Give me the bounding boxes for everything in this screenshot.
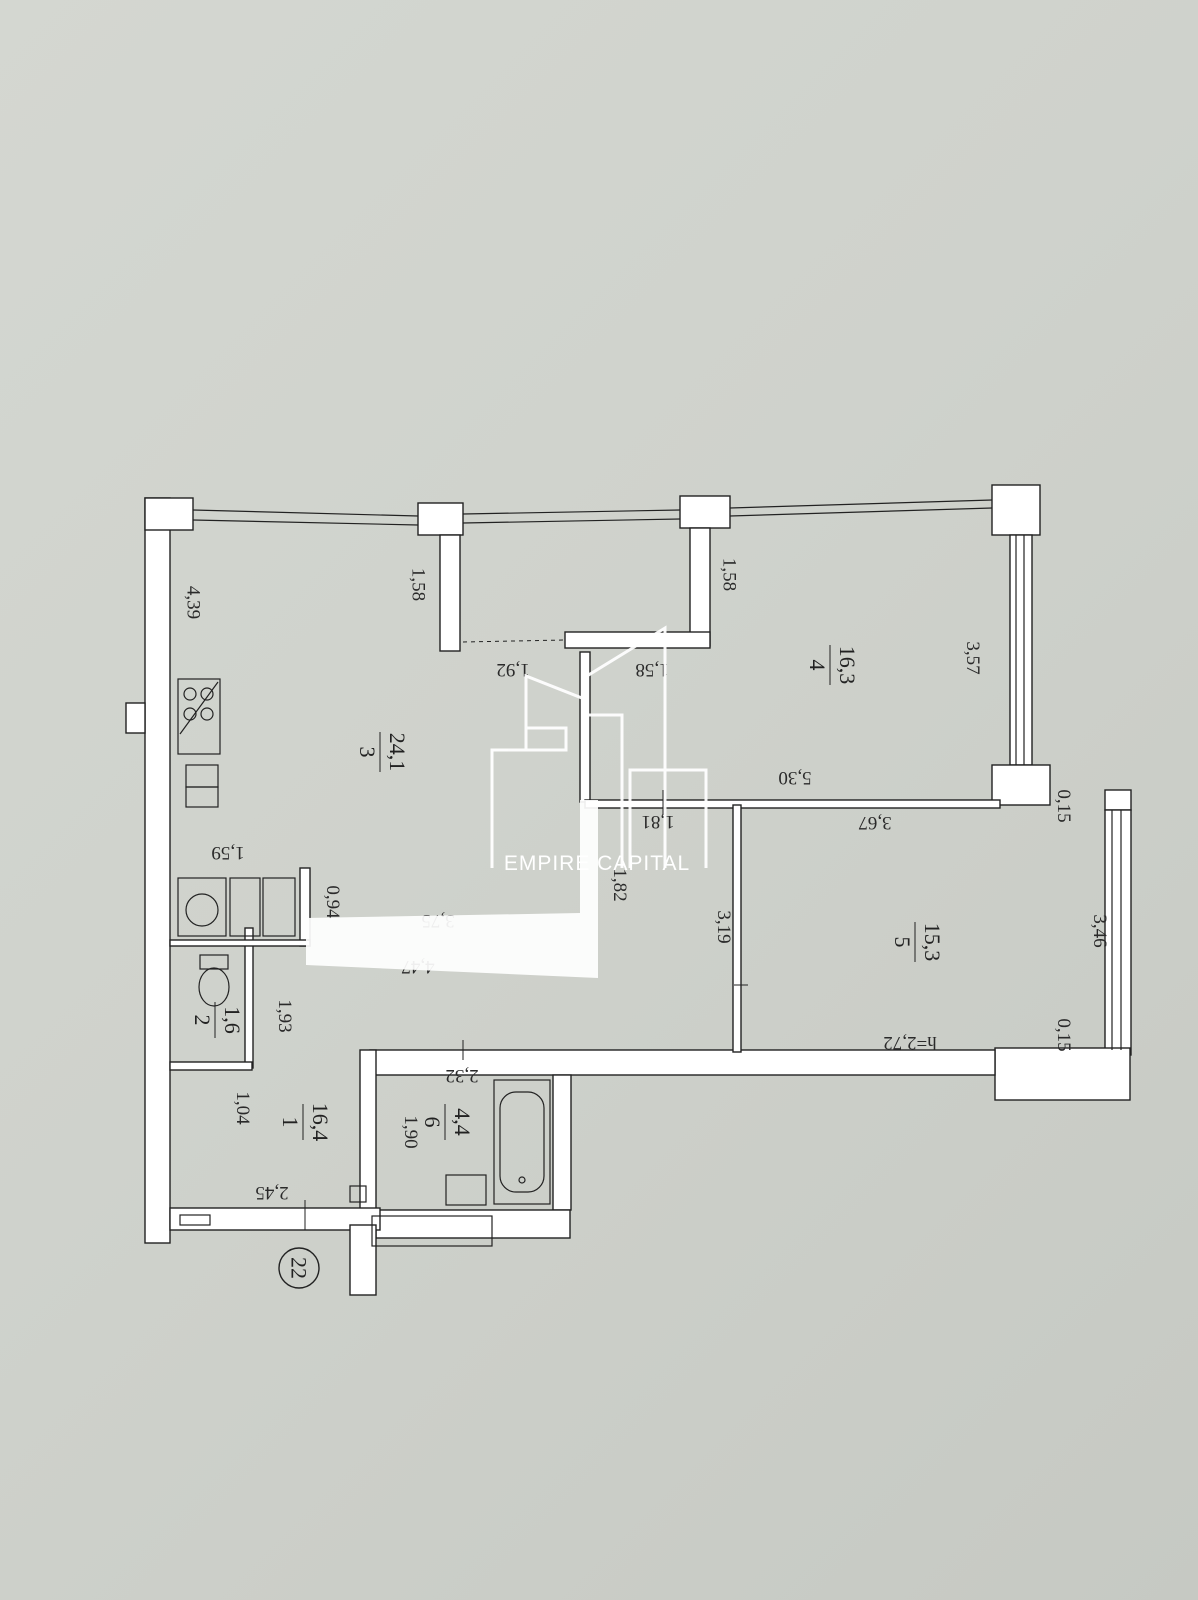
- dim-530: 5,30: [778, 767, 811, 788]
- wall-niche-bottom: [169, 939, 311, 947]
- bathtub: [493, 1079, 551, 1205]
- windows: [192, 499, 1122, 1050]
- dim-439: 4,39: [183, 586, 204, 619]
- watermark-logo: [490, 625, 708, 868]
- room-4-label: 16,3 4: [805, 645, 860, 685]
- wall-left-bulge: [125, 702, 146, 734]
- wall-bottom-left: [169, 1207, 381, 1231]
- dim-272: h=2,72: [883, 1032, 936, 1053]
- wall-corridor-h: [584, 799, 1001, 809]
- dim-158-c: 1,58: [635, 659, 668, 680]
- room-4-number: 4: [805, 660, 830, 671]
- wall-wc-bottom: [169, 1061, 253, 1071]
- room-3-number: 3: [355, 747, 380, 758]
- room-6-number: 6: [420, 1117, 445, 1128]
- wall-right-lower: [1104, 809, 1132, 1056]
- kitchen-sink: [185, 764, 219, 788]
- walls: [125, 484, 1132, 1296]
- room-1-number: 1: [278, 1117, 303, 1128]
- dim-158-b: 1,58: [719, 558, 740, 591]
- wall-step: [552, 1074, 572, 1211]
- wall-pier-1-stem: [439, 534, 461, 652]
- room-6-label: 4,4 6: [420, 1104, 475, 1140]
- room-6-area: 4,4: [450, 1108, 475, 1136]
- dim-182: 1,82: [609, 868, 630, 901]
- room-1-label: 16,4 1: [278, 1103, 333, 1142]
- room-5-area: 15,3: [920, 923, 945, 962]
- room-5-label: 15,3 5: [890, 922, 945, 962]
- boiler-cabinet: [371, 1215, 493, 1247]
- dim-192: 1,92: [496, 659, 529, 680]
- room-labels: 24,1 3 16,3 4 15,3 5 1,6 2 16,4 1 4,4 6: [190, 645, 945, 1141]
- wall-right-upper: [1009, 534, 1033, 766]
- dim-367: 3,67: [858, 812, 891, 833]
- wall-bottom-right: [369, 1049, 996, 1076]
- fixtures: [177, 678, 551, 1247]
- dim-015-b: 0,15: [1053, 1018, 1074, 1051]
- dim-193: 1,93: [274, 999, 295, 1032]
- wall-corner-top-right: [991, 484, 1041, 536]
- dim-181: 1,81: [641, 811, 674, 832]
- door-marks: [304, 639, 748, 1230]
- wall-pier-2-stem: [689, 527, 711, 647]
- section-marker-number: 22: [287, 1257, 312, 1279]
- wall-bath-bottom: [359, 1209, 571, 1239]
- stove: [177, 678, 221, 755]
- wall-partition-top: [564, 631, 711, 649]
- room-2-label: 1,6 2: [190, 1002, 245, 1038]
- room-5-number: 5: [890, 937, 915, 948]
- dim-015-a: 0,15: [1053, 789, 1074, 822]
- wall-left: [144, 497, 171, 1244]
- room-3-area: 24,1: [385, 733, 410, 772]
- section-marker: 22: [278, 1247, 320, 1289]
- dim-319: 3,19: [713, 910, 734, 943]
- dim-159: 1,59: [211, 842, 244, 863]
- room-4-area: 16,3: [835, 646, 860, 685]
- room-3-label: 24,1 3: [355, 732, 410, 772]
- wall-wc-right: [244, 927, 254, 1069]
- erased-patch: [306, 800, 598, 978]
- dim-357: 3,57: [962, 641, 983, 674]
- dim-104: 1,04: [232, 1091, 253, 1125]
- wall-top-left-pier: [144, 497, 194, 531]
- wall-corner-mid-right: [991, 764, 1051, 806]
- room-2-area: 1,6: [220, 1006, 245, 1034]
- dim-232: 2,32: [445, 1065, 478, 1086]
- washing-machine: [177, 877, 227, 937]
- dim-094: 0,94: [322, 885, 343, 919]
- dim-158-a: 1,58: [408, 568, 429, 601]
- dim-245: 2,45: [255, 1182, 288, 1203]
- toilet: [198, 967, 230, 1007]
- bath-sink: [445, 1174, 487, 1206]
- wall-room5-left: [732, 804, 742, 1053]
- wall-pier-1: [417, 502, 464, 536]
- room-2-number: 2: [190, 1015, 215, 1026]
- wall-corner-mid-right-2: [1104, 789, 1132, 811]
- dim-190: 1,90: [400, 1115, 421, 1148]
- wall-corner-bottom-right: [994, 1047, 1131, 1101]
- watermark-brand: EMPIRE CAPITAL: [504, 852, 690, 875]
- dim-346: 3,46: [1089, 914, 1110, 947]
- room-1-area: 16,4: [308, 1103, 333, 1142]
- wall-pier-2: [679, 495, 731, 529]
- dimension-labels: 4,39 1,58 1,58 1,58 1,92 3,57 5,30 1,81 …: [183, 558, 1111, 1203]
